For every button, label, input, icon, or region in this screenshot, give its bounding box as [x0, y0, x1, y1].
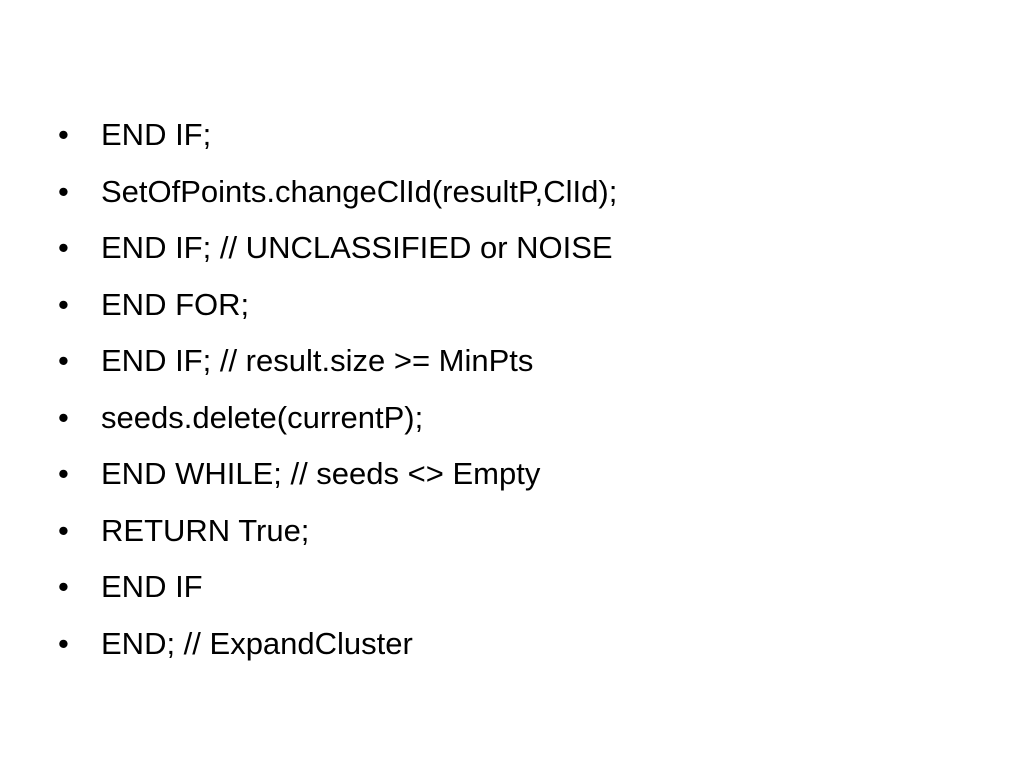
list-item-text: END; // ExpandCluster — [101, 625, 413, 661]
bullet-icon: • — [58, 117, 69, 153]
list-item-text: END IF; // UNCLASSIFIED or NOISE — [101, 230, 613, 266]
list-item-text: END IF — [101, 569, 203, 605]
list-item-text: seeds.delete(currentP); — [101, 399, 424, 435]
bullet-icon: • — [58, 399, 69, 435]
list-item: • SetOfPoints.changeClId(resultP,ClId); — [58, 164, 617, 221]
bullet-icon: • — [58, 512, 69, 548]
list-item: • END WHILE; // seeds <> Empty — [58, 446, 617, 503]
list-item: • END IF; // UNCLASSIFIED or NOISE — [58, 220, 617, 277]
list-item-text: END WHILE; // seeds <> Empty — [101, 456, 541, 492]
bullet-icon: • — [58, 456, 69, 492]
list-item: • END FOR; — [58, 277, 617, 334]
list-item-text: END FOR; — [101, 286, 250, 322]
list-item: • END IF — [58, 559, 617, 616]
bullet-icon: • — [58, 569, 69, 605]
list-item: • END; // ExpandCluster — [58, 616, 617, 673]
list-item: • END IF; — [58, 107, 617, 164]
list-item-text: END IF; — [101, 117, 212, 153]
bullet-icon: • — [58, 230, 69, 266]
list-item-text: RETURN True; — [101, 512, 310, 548]
list-item-text: SetOfPoints.changeClId(resultP,ClId); — [101, 173, 618, 209]
bullet-icon: • — [58, 343, 69, 379]
list-item: • RETURN True; — [58, 503, 617, 560]
list-item-text: END IF; // result.size >= MinPts — [101, 343, 534, 379]
bullet-list: • END IF; • SetOfPoints.changeClId(resul… — [58, 107, 617, 672]
list-item: • seeds.delete(currentP); — [58, 390, 617, 447]
list-item: • END IF; // result.size >= MinPts — [58, 333, 617, 390]
bullet-icon: • — [58, 286, 69, 322]
bullet-icon: • — [58, 625, 69, 661]
bullet-icon: • — [58, 173, 69, 209]
